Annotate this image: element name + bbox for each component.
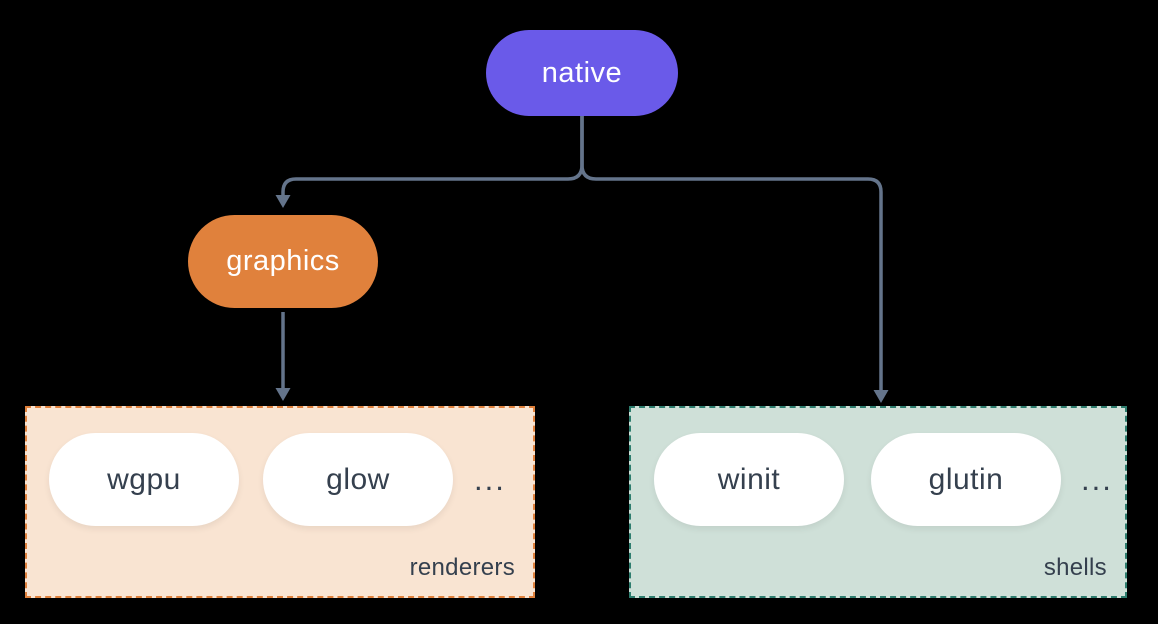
node-glow-label: glow [326, 462, 390, 496]
shells-ellipsis: ... [1081, 461, 1113, 497]
node-graphics-label: graphics [226, 245, 340, 277]
node-glow: glow [263, 433, 453, 526]
node-glutin-label: glutin [928, 462, 1004, 496]
node-winit: winit [654, 433, 844, 526]
connector-native-to-graphics [281, 116, 584, 196]
group-renderers: wgpu glow ... renderers [25, 406, 535, 598]
node-glutin: glutin [871, 433, 1061, 526]
renderers-ellipsis: ... [474, 461, 506, 497]
arrowhead-renderers [275, 388, 291, 401]
node-graphics: graphics [188, 215, 378, 308]
node-wgpu-label: wgpu [107, 462, 181, 496]
node-native-label: native [541, 56, 623, 89]
node-native: native [486, 30, 678, 116]
arrowhead-shells [873, 390, 889, 403]
connector-native-to-shells [580, 116, 883, 391]
group-shells: winit glutin ... shells [629, 406, 1127, 598]
shells-group-label: shells [1043, 554, 1107, 581]
renderers-group-label: renderers [409, 554, 515, 581]
arrowhead-graphics [275, 195, 291, 208]
node-wgpu: wgpu [49, 433, 239, 526]
node-winit-label: winit [717, 462, 781, 496]
